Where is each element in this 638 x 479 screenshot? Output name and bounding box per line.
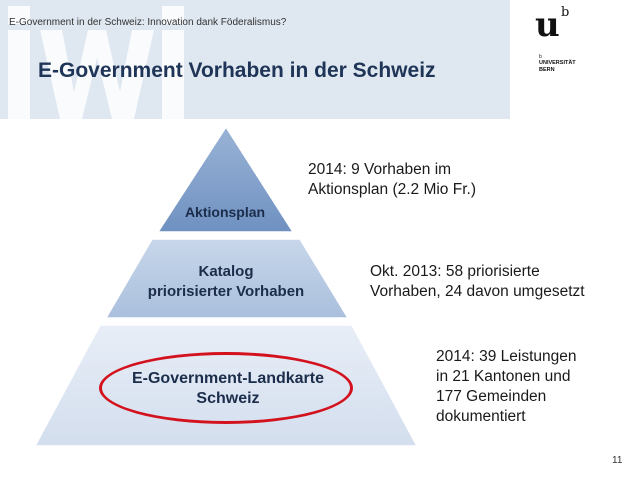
header-band: E-Government in der Schweiz: Innovation … — [0, 0, 510, 119]
highlight-ellipse — [99, 352, 353, 424]
annotation-aktionsplan: 2014: 9 Vorhaben im Aktionsplan (2.2 Mio… — [308, 161, 476, 198]
university-logo-mark-superscript: b — [561, 5, 570, 20]
annotation-katalog: Okt. 2013: 58 priorisierte Vorhaben, 24 … — [370, 263, 585, 300]
university-logo-mark: u — [535, 5, 560, 45]
iwi-logo-watermark — [8, 6, 184, 119]
pyramid-tier-middle — [104, 238, 350, 319]
page-title: E-Government Vorhaben in der Schweiz — [38, 59, 436, 82]
pyramid-tier-bottom-label: E-Government-Landkarte Schweiz — [131, 370, 325, 407]
page-number: 11 — [612, 455, 623, 466]
pyramid-tier-top-label: Aktionsplan — [184, 204, 266, 220]
header-subtitle: E-Government in der Schweiz: Innovation … — [9, 17, 287, 28]
university-logo: u b b UNIVERSITÄT BERN — [535, 5, 605, 98]
pyramid-tier-middle-label: Katalog priorisierter Vorhaben — [147, 263, 305, 300]
university-logo-name: UNIVERSITÄT BERN — [539, 60, 576, 73]
annotation-landkarte: 2014: 39 Leistungen in 21 Kantonen und 1… — [436, 348, 577, 425]
university-logo-name-superscript: b — [539, 54, 542, 60]
pyramid-tier-top — [156, 125, 295, 233]
